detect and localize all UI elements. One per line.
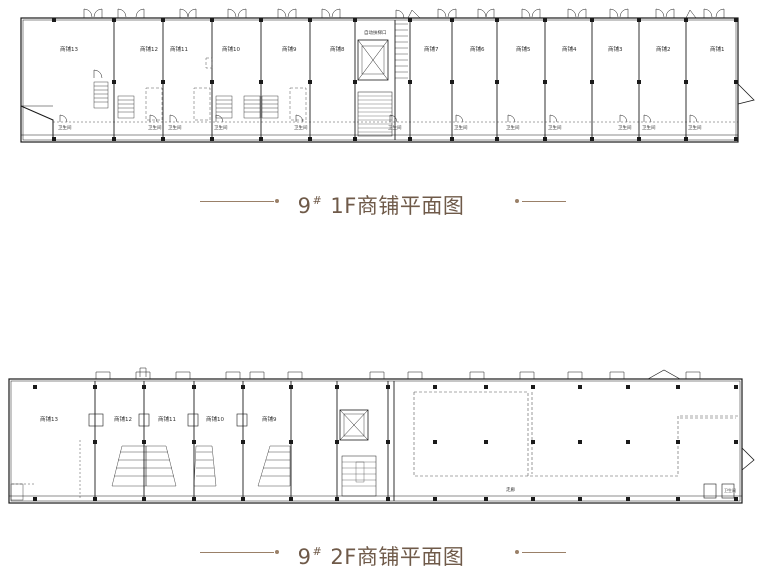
floor1-shop-label: 商铺5 xyxy=(516,45,531,53)
floor1-wc-label: 卫生间 xyxy=(506,124,520,131)
floor1-stair-core xyxy=(357,23,408,137)
floor1-shop-label: 商铺13 xyxy=(60,45,78,53)
floor1-shop-label: 商铺11 xyxy=(170,45,188,53)
floor1-shop-label: 商铺9 xyxy=(282,45,297,53)
floor1-wc-label: 卫生间 xyxy=(688,124,702,131)
floor2-title: 9# 2F商铺平面图 xyxy=(0,537,762,569)
floor2-doors xyxy=(95,367,701,379)
floor1-wc-label: 卫生间 xyxy=(148,124,162,131)
floor1-shop-label: 商铺12 xyxy=(140,45,158,53)
floor1-shop-label: 商铺7 xyxy=(424,45,439,53)
floor1-wc-label: 卫生间 xyxy=(642,124,656,131)
floor1-mezzanine-stairs xyxy=(93,81,279,119)
floor1-title-line-right xyxy=(522,201,566,202)
floor1-wc-label: 卫生间 xyxy=(618,124,632,131)
floor1-wc-label: 卫生间 xyxy=(58,124,72,131)
floor1-wc-label: 卫生间 xyxy=(168,124,182,131)
floor2-stair-core xyxy=(339,409,377,497)
floor1-shop-label: 商铺3 xyxy=(608,45,623,53)
floor1-plan: 商铺13 商铺12 商铺11 商铺10 商铺9 商铺8 商铺7 商铺6 商铺5 … xyxy=(20,8,755,143)
floor2-shop-label: 商铺9 xyxy=(262,415,277,423)
floor1-title: 9# 1F商铺平面图 xyxy=(0,186,762,218)
floor2-columns xyxy=(33,385,738,501)
floor1-wc-label: 卫生间 xyxy=(388,124,402,131)
floor1-partitions xyxy=(113,20,687,140)
floor2-wc-label: 卫生间 xyxy=(724,487,736,493)
floor1-wc-label: 卫生间 xyxy=(214,124,228,131)
floor2-title-text: 9# 2F商铺平面图 xyxy=(297,545,465,569)
floor1-shop-label: 商铺10 xyxy=(222,45,240,53)
floor1-shop-label: 商铺2 xyxy=(656,45,671,53)
floor1-title-dot-left xyxy=(275,199,279,203)
floor1-wc-label: 卫生间 xyxy=(454,124,468,131)
floor1-wc-label: 卫生间 xyxy=(548,124,562,131)
floor1-shop-label: 商铺1 xyxy=(710,45,725,53)
floor1-doors xyxy=(59,8,725,123)
floor2-shop-label: 商铺10 xyxy=(206,415,224,423)
floor1-wc-label: 卫生间 xyxy=(294,124,308,131)
floor2-open-area xyxy=(413,391,738,477)
floor2-title-dot-right xyxy=(515,550,519,554)
floor1-core-label: 自动扶梯口 xyxy=(364,29,387,36)
floor1-shop-label: 商铺6 xyxy=(470,45,485,53)
floor2-title-line-left xyxy=(200,552,274,553)
floor2-plan: 商铺13 商铺12 商铺11 商铺10 商铺9 走廊 卫生间 xyxy=(8,367,755,504)
floor1-title-line-left xyxy=(200,201,274,202)
floor2-mezzanine-stairs xyxy=(111,445,291,487)
floor1-shop-label: 商铺4 xyxy=(562,45,577,53)
floor2-shop-label: 商铺12 xyxy=(114,415,132,423)
floor2-corridor-label: 走廊 xyxy=(506,486,515,493)
floor1-title-dot-right xyxy=(515,199,519,203)
floor2-shop-label: 商铺11 xyxy=(158,415,176,423)
floor1-shop-label: 商铺8 xyxy=(330,45,345,53)
floor2-title-line-right xyxy=(522,552,566,553)
floor2-shop-label: 商铺13 xyxy=(40,415,58,423)
floor1-title-text: 9# 1F商铺平面图 xyxy=(297,194,465,218)
floor1-columns xyxy=(52,18,738,141)
floor2-title-dot-left xyxy=(275,550,279,554)
